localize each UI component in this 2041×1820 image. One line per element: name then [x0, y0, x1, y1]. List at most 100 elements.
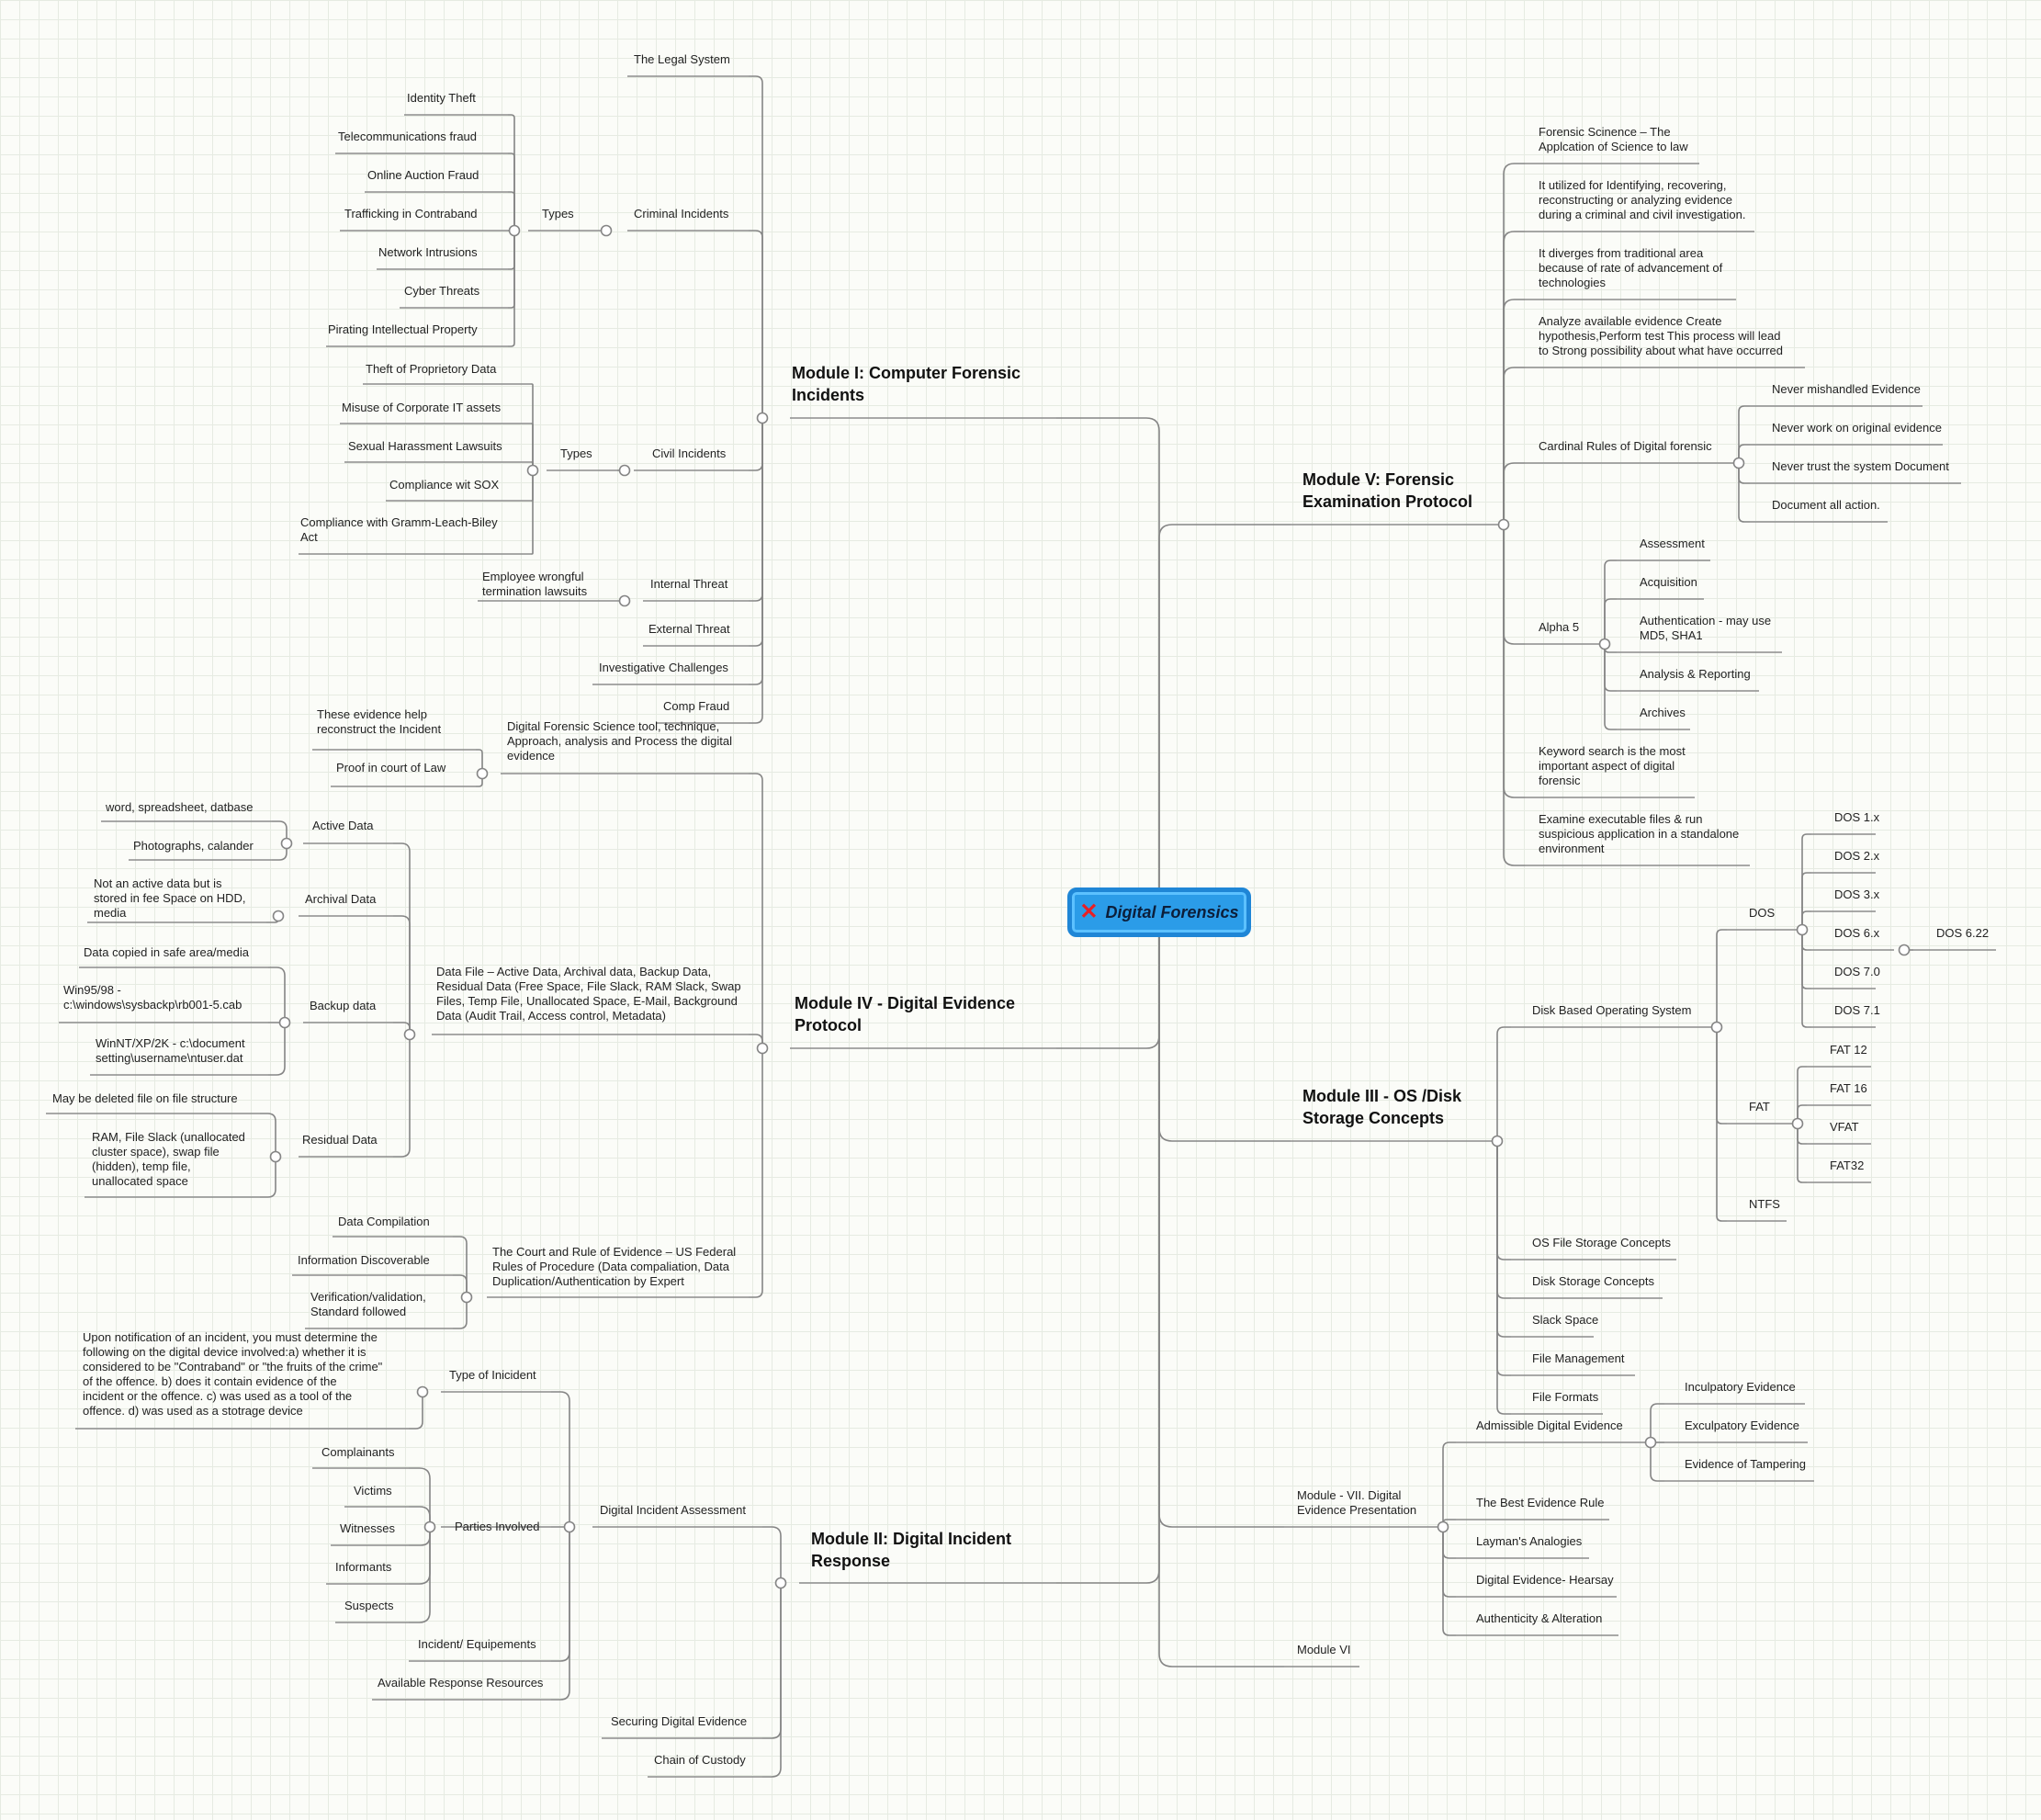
node-module-i-computer-forensic[interactable]: Module I: Computer Forensic Incidents	[792, 364, 1021, 404]
node-types[interactable]: Types	[542, 207, 574, 220]
node-exculpatory-evidence[interactable]: Exculpatory Evidence	[1685, 1419, 1800, 1432]
node-sexual-harassment-lawsuits[interactable]: Sexual Harassment Lawsuits	[348, 439, 502, 453]
node-these-evidence-help[interactable]: These evidence help reconstruct the Inci…	[317, 707, 442, 736]
node-types[interactable]: Types	[560, 447, 592, 460]
node-telecommunications-fraud[interactable]: Telecommunications fraud	[338, 130, 478, 143]
node-it-utilized-for-identifying-recovering[interactable]: It utilized for Identifying, recovering,…	[1539, 178, 1746, 221]
node-identity-theft[interactable]: Identity Theft	[407, 91, 476, 105]
node-digital-evidence-hearsay[interactable]: Digital Evidence- Hearsay	[1476, 1573, 1614, 1587]
node-it-diverges-from-traditional-area[interactable]: It diverges from traditional area becaus…	[1539, 246, 1723, 289]
node-fat-16[interactable]: FAT 16	[1830, 1081, 1867, 1095]
node-type-of-inicident[interactable]: Type of Inicident	[449, 1368, 536, 1382]
node-misuse-of-corporate-it-assets[interactable]: Misuse of Corporate IT assets	[342, 401, 502, 414]
node-examine-executable-files-run[interactable]: Examine executable files & run suspiciou…	[1539, 812, 1740, 855]
node-information-discoverable[interactable]: Information Discoverable	[298, 1253, 430, 1267]
node-dos-6-22[interactable]: DOS 6.22	[1936, 926, 1990, 940]
node-dos-7-0[interactable]: DOS 7.0	[1834, 965, 1880, 978]
node-analyze-available-evidence-create[interactable]: Analyze available evidence Create hypoth…	[1539, 314, 1783, 357]
node-document-all-action[interactable]: Document all action.	[1772, 498, 1880, 512]
node-upon-notification-of-an-incident-you-mus[interactable]: Upon notification of an incident, you mu…	[83, 1330, 383, 1418]
node-fat32[interactable]: FAT32	[1830, 1159, 1865, 1172]
node-online-auction-fraud[interactable]: Online Auction Fraud	[367, 168, 479, 182]
node-dos-6-x[interactable]: DOS 6.x	[1834, 926, 1880, 940]
node-os-file-storage-concepts[interactable]: OS File Storage Concepts	[1532, 1236, 1672, 1249]
node-word-spreadsheet-datbase[interactable]: word, spreadsheet, datbase	[106, 800, 254, 814]
root-node[interactable]: ✕ Digital Forensics	[1067, 887, 1251, 937]
node-the-court-and-rule-of-evidence-us-federa[interactable]: The Court and Rule of Evidence – US Fede…	[492, 1245, 737, 1288]
node-investigative-challenges[interactable]: Investigative Challenges	[599, 661, 728, 674]
node-criminal-incidents[interactable]: Criminal Incidents	[634, 207, 729, 220]
node-compliance-with-gramm-leach-biley[interactable]: Compliance with Gramm-Leach-Biley Act	[300, 515, 498, 544]
node-available-response-resources[interactable]: Available Response Resources	[378, 1676, 544, 1690]
node-archives[interactable]: Archives	[1640, 706, 1686, 719]
node-file-management[interactable]: File Management	[1532, 1351, 1625, 1365]
node-victims[interactable]: Victims	[354, 1484, 392, 1498]
node-acquisition[interactable]: Acquisition	[1640, 575, 1697, 589]
node-evidence-of-tampering[interactable]: Evidence of Tampering	[1685, 1457, 1807, 1471]
node-dos-7-1[interactable]: DOS 7.1	[1834, 1003, 1880, 1017]
node-layman-s-analogies[interactable]: Layman's Analogies	[1476, 1534, 1583, 1548]
node-data-compilation[interactable]: Data Compilation	[338, 1215, 430, 1228]
node-network-intrusions[interactable]: Network Intrusions	[378, 245, 478, 259]
node-suspects[interactable]: Suspects	[344, 1599, 394, 1612]
node-authenticity-alteration[interactable]: Authenticity & Alteration	[1476, 1611, 1603, 1625]
node-module-ii-digital-incident[interactable]: Module II: Digital Incident Response	[811, 1530, 1011, 1570]
node-dos-3-x[interactable]: DOS 3.x	[1834, 887, 1880, 901]
node-module-vii-digital[interactable]: Module - VII. Digital Evidence Presentat…	[1297, 1488, 1417, 1517]
node-complainants[interactable]: Complainants	[321, 1445, 395, 1459]
node-photographs-calander[interactable]: Photographs, calander	[133, 839, 254, 853]
node-backup-data[interactable]: Backup data	[310, 999, 377, 1012]
node-cyber-threats[interactable]: Cyber Threats	[404, 284, 480, 298]
node-admissible-digital-evidence[interactable]: Admissible Digital Evidence	[1476, 1419, 1623, 1432]
node-never-trust-the-system-document[interactable]: Never trust the system Document	[1772, 459, 1949, 473]
node-data-copied-in-safe-area-media[interactable]: Data copied in safe area/media	[84, 945, 249, 959]
node-win95-98[interactable]: Win95/98 - c:\windows\sysbackp\rb001-5.c…	[63, 983, 242, 1012]
node-ram-file-slack-unallocated[interactable]: RAM, File Slack (unallocated cluster spa…	[92, 1130, 245, 1188]
node-disk-based-operating-system[interactable]: Disk Based Operating System	[1532, 1003, 1692, 1017]
node-employee-wrongful[interactable]: Employee wrongful termination lawsuits	[482, 570, 588, 598]
node-verification-validation[interactable]: Verification/validation, Standard follow…	[310, 1290, 426, 1318]
node-never-work-on-original-evidence[interactable]: Never work on original evidence	[1772, 421, 1942, 435]
node-comp-fraud[interactable]: Comp Fraud	[663, 699, 730, 713]
node-data-file-active-data-archival-data-back[interactable]: Data File – Active Data, Archival data, …	[436, 965, 741, 1023]
node-active-data[interactable]: Active Data	[312, 819, 374, 832]
node-inculpatory-evidence[interactable]: Inculpatory Evidence	[1685, 1380, 1796, 1394]
node-dos[interactable]: DOS	[1749, 906, 1776, 920]
node-archival-data[interactable]: Archival Data	[305, 892, 377, 906]
node-disk-storage-concepts[interactable]: Disk Storage Concepts	[1532, 1274, 1654, 1288]
node-file-formats[interactable]: File Formats	[1532, 1390, 1599, 1404]
node-digital-forensic-science-tool-technique[interactable]: Digital Forensic Science tool, technique…	[507, 719, 732, 763]
node-incident-equipements[interactable]: Incident/ Equipements	[418, 1637, 536, 1651]
node-alpha-5[interactable]: Alpha 5	[1539, 620, 1580, 634]
node-winnt-xp-2k-c-document[interactable]: WinNT/XP/2K - c:\document setting\userna…	[96, 1036, 245, 1065]
node-pirating-intellectual-property[interactable]: Pirating Intellectual Property	[328, 322, 478, 336]
node-analysis-reporting[interactable]: Analysis & Reporting	[1640, 667, 1751, 681]
node-informants[interactable]: Informants	[335, 1560, 392, 1574]
node-parties-involved[interactable]: Parties Involved	[455, 1520, 540, 1533]
node-securing-digital-evidence[interactable]: Securing Digital Evidence	[611, 1714, 748, 1728]
node-module-iv-digital-evidence[interactable]: Module IV - Digital Evidence Protocol	[795, 994, 1016, 1034]
node-the-legal-system[interactable]: The Legal System	[634, 52, 730, 66]
node-dos-1-x[interactable]: DOS 1.x	[1834, 810, 1880, 824]
node-trafficking-in-contraband[interactable]: Trafficking in Contraband	[344, 207, 478, 220]
node-fat[interactable]: FAT	[1749, 1100, 1770, 1113]
node-external-threat[interactable]: External Threat	[648, 622, 730, 636]
node-module-vi[interactable]: Module VI	[1297, 1643, 1351, 1656]
node-compliance-wit-sox[interactable]: Compliance wit SOX	[389, 478, 500, 492]
node-fat-12[interactable]: FAT 12	[1830, 1043, 1867, 1057]
node-internal-threat[interactable]: Internal Threat	[650, 577, 728, 591]
node-keyword-search-is-the-most[interactable]: Keyword search is the most important asp…	[1539, 744, 1686, 787]
node-module-iii-os-disk[interactable]: Module III - OS /Disk Storage Concepts	[1302, 1087, 1462, 1127]
node-module-v-forensic[interactable]: Module V: Forensic Examination Protocol	[1302, 470, 1473, 511]
node-assessment[interactable]: Assessment	[1640, 537, 1705, 550]
node-not-an-active-data-but-is[interactable]: Not an active data but is stored in fee …	[94, 876, 246, 920]
node-proof-in-court-of-law[interactable]: Proof in court of Law	[336, 761, 446, 774]
node-the-best-evidence-rule[interactable]: The Best Evidence Rule	[1476, 1496, 1605, 1509]
node-chain-of-custody[interactable]: Chain of Custody	[654, 1753, 746, 1767]
node-vfat[interactable]: VFAT	[1830, 1120, 1859, 1134]
node-dos-2-x[interactable]: DOS 2.x	[1834, 849, 1880, 863]
node-may-be-deleted-file-on-file-structure[interactable]: May be deleted file on file structure	[52, 1091, 238, 1105]
node-witnesses[interactable]: Witnesses	[340, 1521, 395, 1535]
node-cardinal-rules-of-digital-forensic[interactable]: Cardinal Rules of Digital forensic	[1539, 439, 1712, 453]
node-never-mishandled-evidence[interactable]: Never mishandled Evidence	[1772, 382, 1921, 396]
